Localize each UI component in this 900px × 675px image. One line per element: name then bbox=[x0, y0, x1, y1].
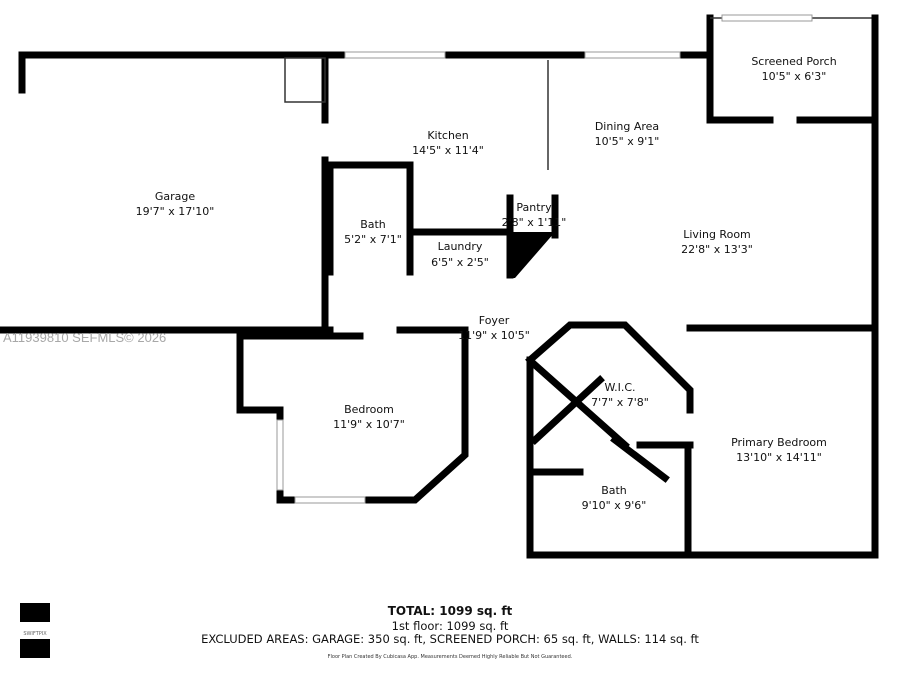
room-garage-name: Garage bbox=[155, 190, 196, 203]
room-kitchen-name: Kitchen bbox=[427, 129, 468, 142]
room-bath1-size: 5'2" x 7'1" bbox=[344, 233, 402, 246]
room-wic-size: 7'7" x 7'8" bbox=[591, 396, 649, 409]
excluded-areas: EXCLUDED AREAS: GARAGE: 350 sq. ft, SCRE… bbox=[201, 632, 699, 646]
room-garage-size: 19'7" x 17'10" bbox=[136, 205, 215, 218]
room-dining-size: 10'5" x 9'1" bbox=[595, 135, 660, 148]
room-bedroom-name: Bedroom bbox=[344, 403, 394, 416]
logo-text: SWIFTPIX bbox=[23, 631, 47, 637]
room-labels: Garage 19'7" x 17'10" Kitchen 14'5" x 11… bbox=[136, 55, 837, 512]
room-dining-name: Dining Area bbox=[595, 120, 659, 133]
room-laundry-size: 6'5" x 2'5" bbox=[431, 256, 489, 269]
room-foyer-size: 11'9" x 10'5" bbox=[458, 329, 530, 342]
room-laundry-name: Laundry bbox=[438, 240, 483, 253]
room-porch-name: Screened Porch bbox=[751, 55, 836, 68]
floor-area: 1st floor: 1099 sq. ft bbox=[391, 619, 509, 633]
room-bath2-name: Bath bbox=[601, 484, 627, 497]
room-bedroom-size: 11'9" x 10'7" bbox=[333, 418, 405, 431]
room-porch-size: 10'5" x 6'3" bbox=[762, 70, 827, 83]
room-kitchen-size: 14'5" x 11'4" bbox=[412, 144, 484, 157]
room-pantry-size: 2'8" x 1'11" bbox=[502, 216, 567, 229]
room-wic-name: W.I.C. bbox=[604, 381, 635, 394]
room-primary-size: 13'10" x 14'11" bbox=[736, 451, 822, 464]
room-pantry-name: Pantry bbox=[516, 201, 552, 214]
floor-plan: Garage 19'7" x 17'10" Kitchen 14'5" x 11… bbox=[0, 14, 879, 559]
room-primary-name: Primary Bedroom bbox=[731, 436, 827, 449]
walls bbox=[0, 14, 879, 559]
room-living-name: Living Room bbox=[683, 228, 751, 241]
total-area: TOTAL: 1099 sq. ft bbox=[387, 604, 513, 618]
room-bath1-name: Bath bbox=[360, 218, 386, 231]
disclaimer: Floor Plan Created By Cubicasa App. Meas… bbox=[327, 654, 573, 660]
room-living-size: 22'8" x 13'3" bbox=[681, 243, 753, 256]
swiftpix-logo: SWIFTPIX bbox=[20, 603, 50, 658]
watermark: A11939810 SEFMLS© 2026 bbox=[3, 330, 167, 345]
room-foyer-name: Foyer bbox=[479, 314, 510, 327]
room-bath2-size: 9'10" x 9'6" bbox=[582, 499, 647, 512]
